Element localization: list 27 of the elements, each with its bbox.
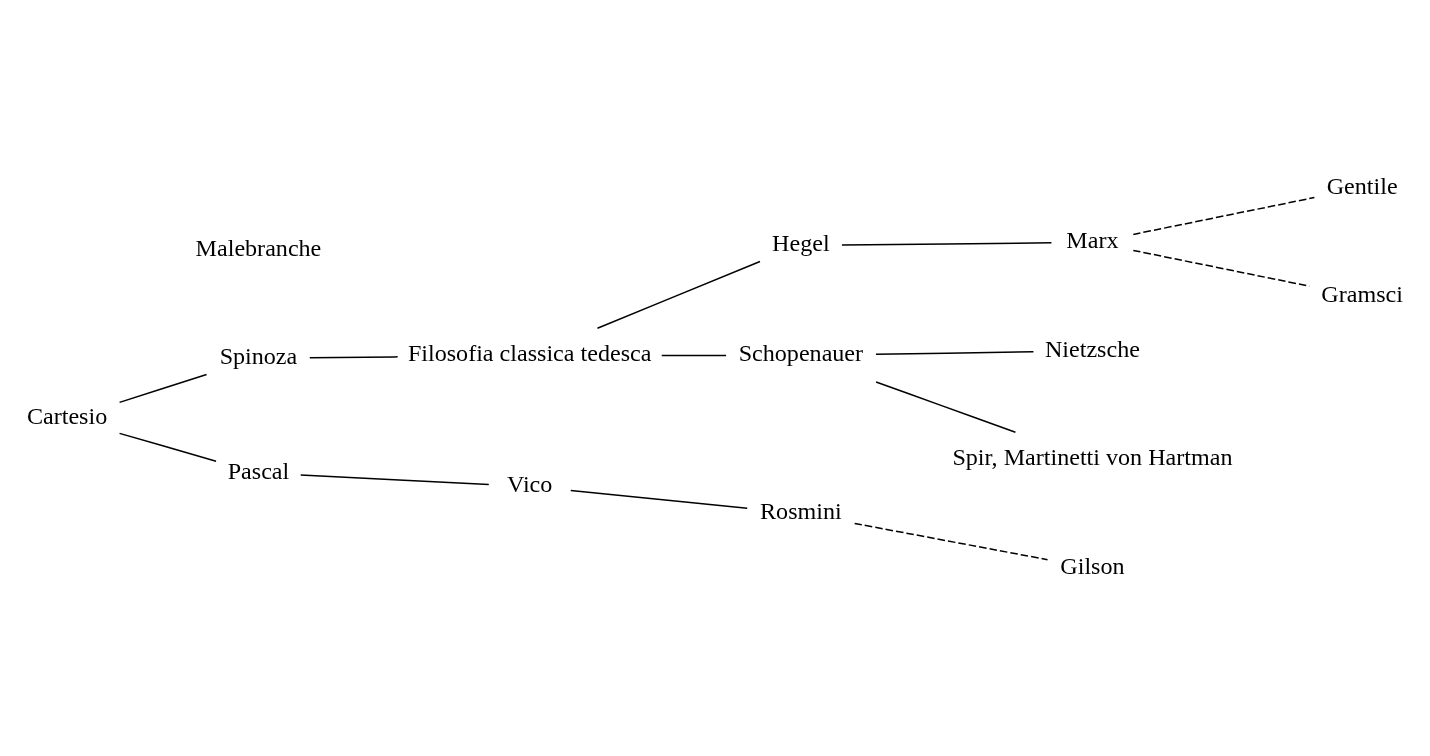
connector xyxy=(875,381,1017,433)
connector xyxy=(661,354,727,357)
node-text: Nietzsche xyxy=(1044,335,1140,362)
connector xyxy=(570,489,748,510)
connector xyxy=(309,356,399,359)
connector xyxy=(1132,196,1316,236)
connector xyxy=(118,373,208,404)
connector xyxy=(596,260,761,329)
connector xyxy=(841,242,1053,246)
node-text: Schopenauer xyxy=(738,340,864,367)
connector xyxy=(118,432,217,462)
label: Malebranche xyxy=(195,234,322,261)
node-text: Filosofia classica tedesca xyxy=(407,340,652,367)
connector xyxy=(875,351,1035,355)
node-text: Spinoza xyxy=(219,343,298,370)
node-text: Marx xyxy=(1066,227,1119,254)
node-text: Spir, Martinetti von Hartman xyxy=(952,444,1233,471)
node-text: Vico xyxy=(506,471,553,498)
node-text: Hegel xyxy=(772,230,830,257)
node-text: Pascal xyxy=(227,457,290,484)
connector xyxy=(299,474,490,486)
node-text: Gramsci xyxy=(1321,281,1403,308)
node-text: Cartesio xyxy=(26,403,108,430)
node-text: Rosmini xyxy=(760,498,842,525)
node-text: Gentile xyxy=(1326,172,1398,199)
node-text: Gilson xyxy=(1060,552,1125,579)
connector xyxy=(853,522,1049,561)
